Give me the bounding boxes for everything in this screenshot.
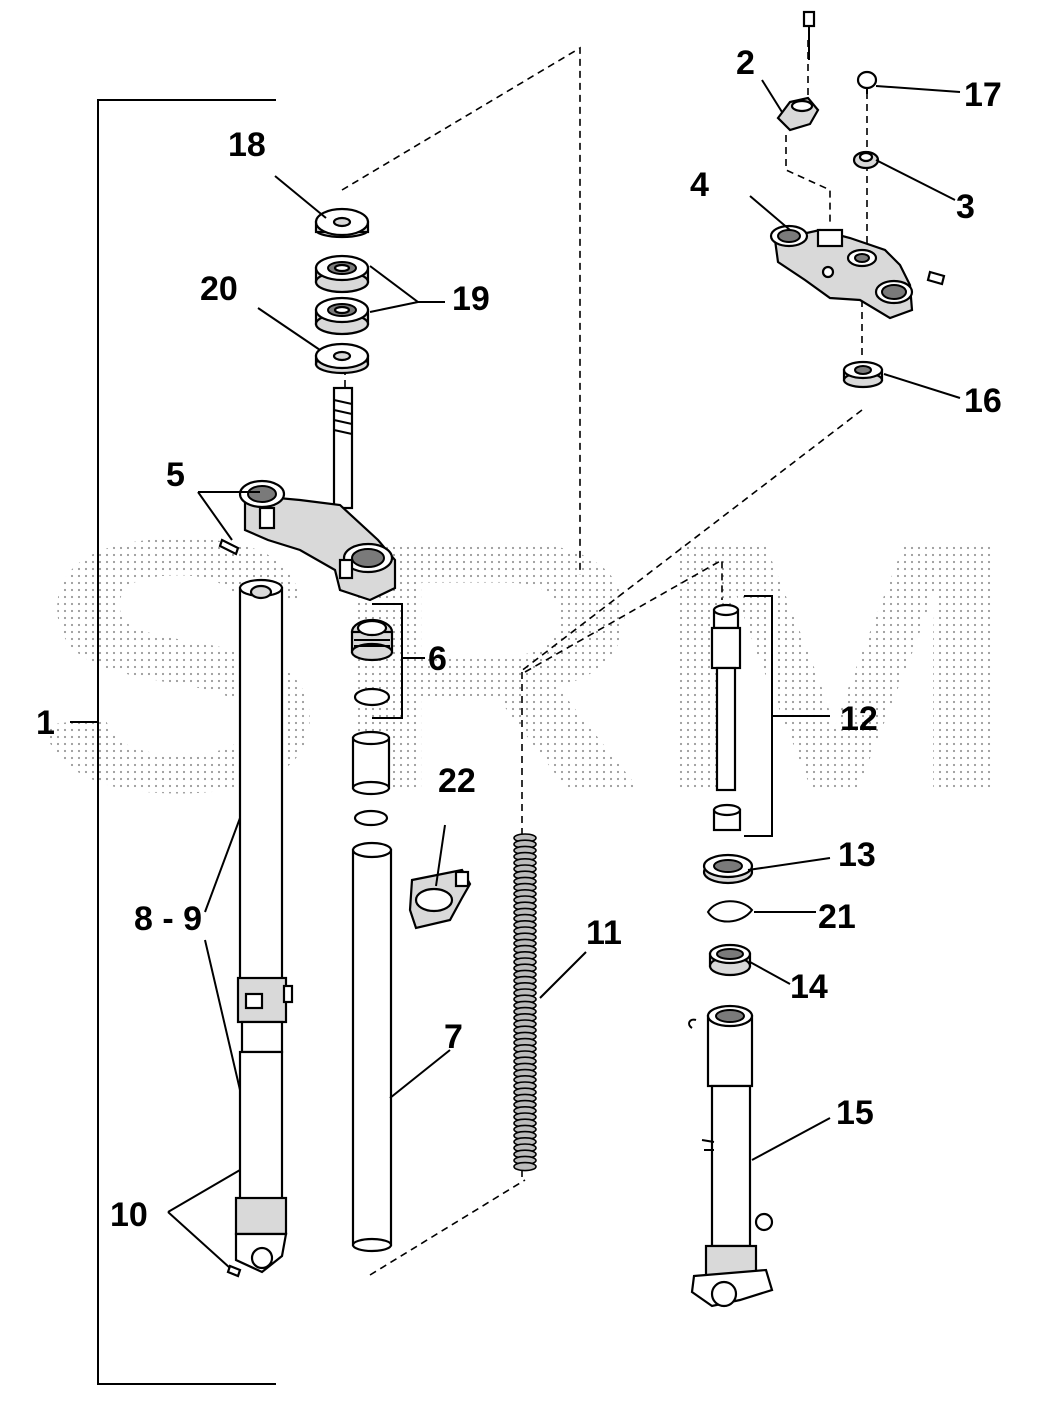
part-clamp-22 [408, 868, 472, 930]
part-fork-leg-8-9 [226, 578, 294, 1278]
callout-21: 21 [818, 898, 856, 936]
callout-6: 6 [428, 640, 447, 678]
callout-14: 14 [790, 968, 828, 1006]
part-washer-20 [314, 342, 370, 375]
part-bar-clamp-2 [776, 10, 820, 132]
part-lower-triple-clamp-5 [218, 386, 397, 602]
bracket-6 [372, 603, 403, 719]
assembly-bracket [97, 99, 276, 1385]
callout-22: 22 [438, 762, 476, 800]
watermark-text: SRM [30, 465, 1020, 867]
callout-5: 5 [166, 456, 185, 494]
callout-1: 1 [36, 704, 55, 742]
part-nut-16 [842, 360, 884, 389]
callout-2: 2 [736, 44, 755, 82]
part-spring-11 [513, 833, 537, 1172]
callout-18: 18 [228, 126, 266, 164]
callout-16: 16 [964, 382, 1002, 420]
callout-8-9: 8 - 9 [134, 900, 202, 938]
callout-12: 12 [840, 700, 878, 738]
part-nut-3 [852, 150, 880, 170]
part-spacer [351, 730, 391, 827]
callout-4: 4 [690, 166, 709, 204]
part-washer-18 [314, 207, 370, 239]
part-damper-rod-12 [710, 603, 742, 832]
callout-7: 7 [444, 1018, 463, 1056]
watermark: SRM [30, 465, 1020, 867]
part-outer-leg-15 [688, 1004, 774, 1308]
callout-labels: 1 2 3 4 5 6 7 8 - 9 10 11 12 13 14 15 16… [36, 44, 1002, 1234]
callout-17: 17 [964, 76, 1002, 114]
part-seal-13 [702, 853, 754, 885]
callout-11: 11 [586, 914, 622, 952]
callout-20: 20 [200, 270, 238, 308]
callout-15: 15 [836, 1094, 874, 1132]
callout-3: 3 [956, 188, 975, 226]
leaders [167, 79, 961, 1269]
callout-19: 19 [452, 280, 490, 318]
callout-13: 13 [838, 836, 876, 874]
spring-coil [513, 1161, 537, 1172]
part-upper-triple-clamp-4 [769, 224, 946, 320]
part-bearing-19-upper [314, 254, 370, 294]
part-fork-cap-6 [350, 618, 394, 707]
part-inner-tube-7 [351, 841, 393, 1253]
callout-10: 10 [110, 1196, 148, 1234]
part-circlip-21 [706, 900, 754, 923]
assembly-dash-lines [341, 40, 868, 1276]
part-wiper-14 [708, 943, 752, 977]
part-bolt-17 [856, 70, 878, 94]
part-bearing-19-lower [314, 296, 370, 336]
